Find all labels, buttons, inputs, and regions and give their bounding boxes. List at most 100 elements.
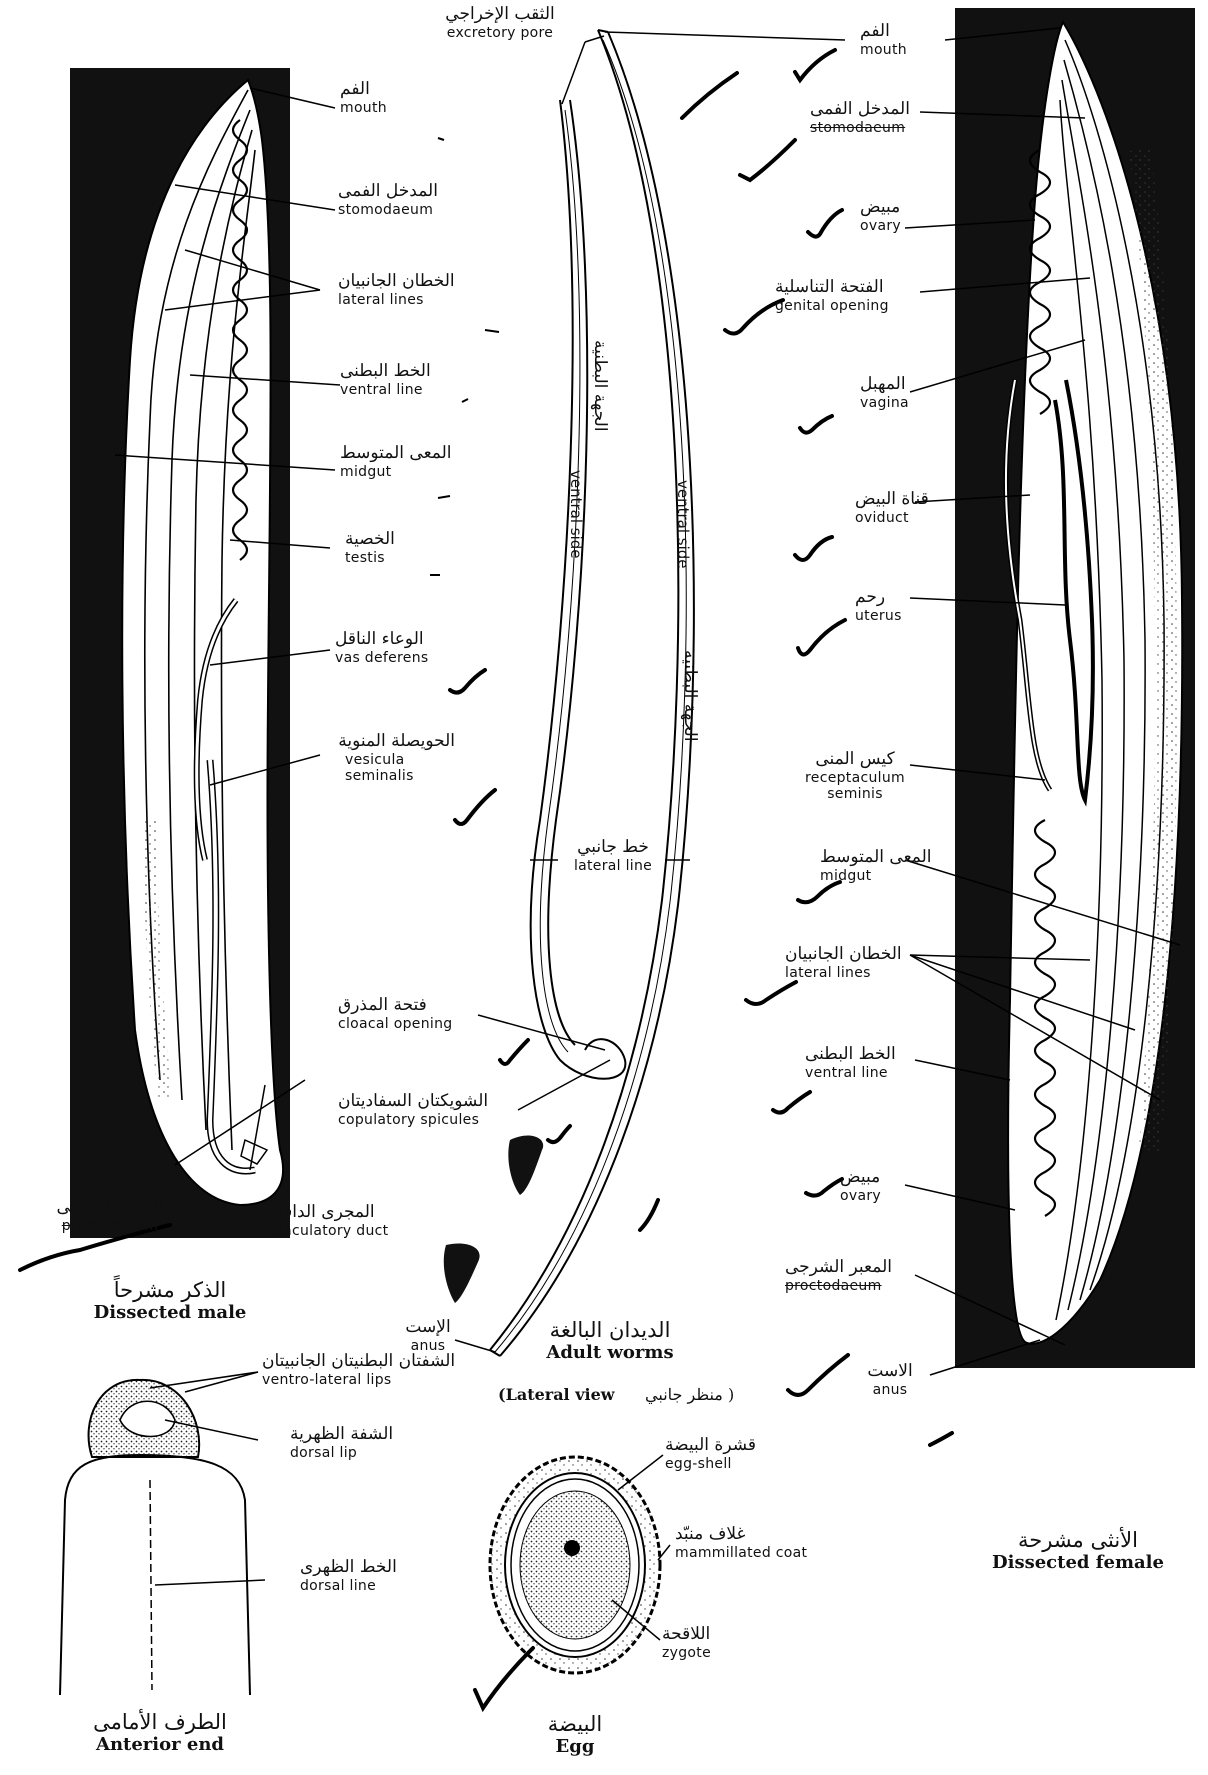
adult-label-lateral-line-ar: خط جانبي: [558, 838, 668, 858]
stray-marks: [430, 138, 499, 575]
female-label-genital-opening-en: genital opening: [775, 298, 889, 314]
female-label-lateral-lines-ar: الخطان الجانبيان: [785, 945, 902, 965]
female-label-ovary-upper-ar: مبيض: [860, 198, 901, 218]
anterior-label-dorsal-lip-en: dorsal lip: [290, 1445, 393, 1461]
ink-blot-upper: [508, 1135, 543, 1195]
female-label-oviduct: قناة البيض oviduct: [855, 490, 929, 526]
anterior-end: [60, 1380, 250, 1695]
anterior-label-dorsal-line-en: dorsal line: [300, 1578, 397, 1594]
adult-label-lateral-line-en: lateral line: [558, 858, 668, 874]
female-label-oviduct-ar: قناة البيض: [855, 490, 929, 510]
male-label-testis-en: testis: [345, 550, 395, 566]
male-label-vas-deferens-en: vas deferens: [335, 650, 428, 666]
male-label-midgut: المعى المتوسط midgut: [340, 444, 452, 480]
female-label-uterus-en: uterus: [855, 608, 902, 624]
female-label-proctodaeum-ar: المعبر الشرجى: [785, 1258, 892, 1278]
egg-caption-ar: البيضة: [505, 1712, 645, 1736]
adult-label-anus: الإست anus: [398, 1318, 458, 1354]
male-label-stomodaeum-ar: المدخل الفمى: [338, 182, 438, 202]
male-label-vesicula-seminalis-en: vesicula seminalis: [345, 752, 455, 784]
adult-ventral-side-left-ar: الجهة البطنية: [590, 340, 610, 432]
adult-ventral-side-right: ventral side: [674, 480, 692, 569]
adult-ventral-side-left: ventral side: [567, 470, 585, 559]
female-label-stomodaeum-en: stomodaeum: [810, 120, 910, 136]
anterior-label-dorsal-lip: الشفة الظهرية dorsal lip: [290, 1425, 393, 1461]
female-label-ovary-upper: مبيض ovary: [860, 198, 901, 234]
male-label-proctodaeum-ar: المعبر الشرجى: [15, 1198, 205, 1218]
male-label-vas-deferens-ar: الوعاء الناقل: [335, 630, 428, 650]
female-label-ventral-line: الخط البطنى ventral line: [805, 1045, 896, 1081]
female-caption: الأنثى مشرحة Dissected female: [968, 1528, 1188, 1573]
female-label-stomodaeum: المدخل الفمى stomodaeum: [810, 100, 910, 136]
female-label-mouth-ar: الفم: [860, 22, 907, 42]
ventral-side-ar-1: الجهة البطنية: [590, 340, 610, 432]
male-label-proctodaeum: المعبر الشرجى proctodaeum: [15, 1198, 205, 1234]
female-label-receptaculum-seminis-ar: كيس المنى: [790, 750, 920, 770]
female-label-vagina-en: vagina: [860, 395, 909, 411]
ventral-side-en-1: ventral side: [567, 470, 585, 559]
male-label-stomodaeum-en: stomodaeum: [338, 202, 438, 218]
female-label-anus-en: anus: [855, 1382, 925, 1398]
egg-label-mammillated-coat: غلاف منبّد mammillated coat: [675, 1525, 807, 1561]
anterior-label-ventro-lateral-lips-ar: الشفتان البطنيتان الجانبيتان: [262, 1352, 455, 1372]
adult-label-excretory-pore-ar: الثقب الإخراجي: [420, 5, 580, 25]
female-label-genital-opening: الفتحة التناسلية genital opening: [775, 278, 889, 314]
female-label-vagina: المهبل vagina: [860, 375, 909, 411]
male-caption-en: Dissected male: [70, 1302, 270, 1323]
anterior-body-outline: [60, 1455, 250, 1695]
male-label-vesicula-seminalis: الحويصلة المنوية vesicula seminalis: [345, 732, 455, 784]
male-label-testis: الخصية testis: [345, 530, 395, 566]
lateral-view-en: (Lateral view: [498, 1385, 615, 1404]
female-label-proctodaeum: المعبر الشرجى proctodaeum: [785, 1258, 892, 1294]
egg-label-zygote-ar: اللاقحة: [662, 1625, 711, 1645]
female-label-receptaculum-seminis-en: receptaculum seminis: [790, 770, 920, 802]
egg-label-zygote: اللاقحة zygote: [662, 1625, 711, 1661]
egg-label-egg-shell: قشرة البيضة egg-shell: [665, 1436, 756, 1472]
adult-lateral-view-caption: (Lateral view منظر جانبي ): [498, 1385, 734, 1404]
male-label-testis-ar: الخصية: [345, 530, 395, 550]
egg: [490, 1457, 660, 1673]
female-label-proctodaeum-en: proctodaeum: [785, 1278, 892, 1294]
adult-label-copulatory-spicules: الشويكتان السفاديتان copulatory spicules: [338, 1092, 488, 1128]
adult-label-excretory-pore-en: excretory pore: [420, 25, 580, 41]
female-label-midgut-ar: المعى المتوسط: [820, 848, 932, 868]
ink-blot-lower: [444, 1244, 480, 1303]
female-label-vagina-ar: المهبل: [860, 375, 909, 395]
female-label-ovary-upper-en: ovary: [860, 218, 901, 234]
male-label-ventral-line-ar: الخط البطنى: [340, 362, 431, 382]
male-label-ejaculatory-duct: المجرى الدافق ejaculatory duct: [270, 1203, 388, 1239]
egg-label-egg-shell-ar: قشرة البيضة: [665, 1436, 756, 1456]
adult-ventral-side-right-ar: الجهة البطنية: [680, 650, 700, 742]
male-label-vesicula-seminalis-ar: الحويصلة المنوية: [345, 732, 455, 752]
male-label-proctodaeum-en: proctodaeum: [15, 1218, 205, 1234]
male-label-mouth-en: mouth: [340, 100, 387, 116]
female-caption-ar: الأنثى مشرحة: [968, 1528, 1188, 1552]
anterior-label-ventro-lateral-lips-en: ventro-lateral lips: [262, 1372, 455, 1388]
male-label-mouth-ar: الفم: [340, 80, 387, 100]
female-dissection: [955, 8, 1195, 1368]
female-caption-en: Dissected female: [968, 1552, 1188, 1573]
anterior-label-dorsal-lip-ar: الشفة الظهرية: [290, 1425, 393, 1445]
male-label-midgut-en: midgut: [340, 464, 452, 480]
female-label-lateral-lines-en: lateral lines: [785, 965, 902, 981]
ventral-side-ar-2: الجهة البطنية: [680, 650, 700, 742]
male-label-ventral-line-en: ventral line: [340, 382, 431, 398]
male-label-lateral-lines-en: lateral lines: [338, 292, 455, 308]
male-label-lateral-lines: الخطان الجانبيان lateral lines: [338, 272, 455, 308]
female-label-midgut: المعى المتوسط midgut: [820, 848, 932, 884]
female-label-midgut-en: midgut: [820, 868, 932, 884]
anterior-caption: الطرف الأمامى Anterior end: [60, 1710, 260, 1755]
egg-caption-en: Egg: [505, 1736, 645, 1757]
male-caption-ar: الذكر مشرحاً: [70, 1278, 270, 1302]
female-label-ovary-lower-en: ovary: [840, 1188, 881, 1204]
female-label-ovary-lower: مبيض ovary: [840, 1168, 881, 1204]
adult-label-cloacal-opening: فتحة المذرق cloacal opening: [338, 996, 452, 1032]
female-label-ventral-line-ar: الخط البطنى: [805, 1045, 896, 1065]
male-label-ejaculatory-duct-en: ejaculatory duct: [270, 1223, 388, 1239]
adult-label-cloacal-opening-en: cloacal opening: [338, 1016, 452, 1032]
female-label-lateral-lines: الخطان الجانبيان lateral lines: [785, 945, 902, 981]
male-label-stomodaeum: المدخل الفمى stomodaeum: [338, 182, 438, 218]
egg-label-zygote-en: zygote: [662, 1645, 711, 1661]
adult-label-cloacal-opening-ar: فتحة المذرق: [338, 996, 452, 1016]
